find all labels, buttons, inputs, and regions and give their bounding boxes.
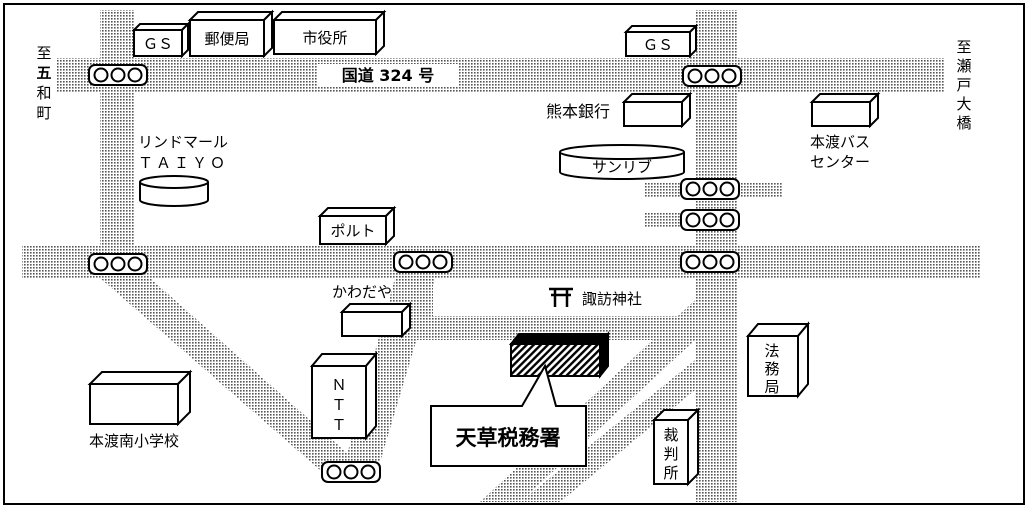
national-route-label: 国道 324 号 [342,66,435,85]
main-horizontal-road [22,246,980,278]
traffic-light-icon [680,251,740,273]
left-vertical-road [100,10,134,246]
legal-affairs-label-1: 法 [764,342,779,360]
direction-left-char: 和 [36,84,51,102]
sunlive-building: サンリブ [559,144,685,180]
school-building: 本渡南小学校 [87,369,193,450]
traffic-light-icon [680,178,740,200]
rindomall-building: リンドマール ＴＡＩＹＯ [138,133,228,207]
direction-right-char: 大 [956,95,971,113]
direction-right-char: 橋 [956,114,971,132]
polt-building: ポルト [317,205,397,247]
torii-icon [549,287,573,307]
suwa-shrine: 諏訪神社 [549,287,642,308]
tax-office-label: 天草税務署 [456,426,561,450]
tax-office-callout: 天草税務署 [430,363,587,467]
post-office-building: 郵便局 [187,9,275,59]
national-route-road [55,58,945,92]
kawadaya-building: かわだや [332,283,413,339]
rindomall-label-1: リンドマール [138,133,228,151]
gs-left-label: ＧＳ [143,35,173,53]
sunlive-label: サンリブ [592,158,652,176]
bus-center-building: 本渡バス センター [809,91,881,171]
direction-left-char: 五 [36,64,51,82]
direction-right-char: 戸 [956,76,971,94]
court-label-2: 判 [663,445,678,463]
direction-left: 至 五 和 町 [34,40,56,126]
legal-affairs-label-2: 務 [764,360,779,378]
court-building: 裁 判 所 [651,407,701,487]
traffic-light-icon [88,253,148,275]
post-office-label: 郵便局 [204,30,249,48]
kawadaya-label: かわだや [332,283,392,301]
legal-affairs-label-3: 局 [764,378,779,396]
court-label-3: 所 [663,464,678,482]
spur-road-1 [737,182,782,198]
legal-affairs-building: 法 務 局 [745,321,811,399]
traffic-light-icon [393,251,453,273]
kumamoto-bank-label: 熊本銀行 [546,102,610,121]
diagonal-road-southwest [100,278,355,470]
gs-right-access [690,55,700,65]
rindomall-label-2: ＴＡＩＹＯ [138,154,228,172]
ntt-label-t2: Ｔ [331,416,346,434]
bus-center-label-2: センター [810,153,870,171]
city-hall-label: 市役所 [302,29,347,47]
direction-right-char: 至 [956,38,971,56]
school-label: 本渡南小学校 [89,432,179,450]
traffic-light-icon [321,461,381,483]
ntt-building: Ｎ Ｔ Ｔ [309,351,379,441]
direction-right: 至 瀬 戸 大 橋 [953,36,975,132]
kumamoto-bank-building: 熊本銀行 [546,91,693,129]
court-label-1: 裁 [663,426,678,444]
city-hall-building: 市役所 [271,9,387,57]
gs-right-label: ＧＳ [643,36,673,54]
polt-label: ポルト [330,222,375,240]
direction-right-char: 瀬 [956,57,971,75]
national-route-label-bg [318,64,458,86]
gs-right-building: ＧＳ [623,23,699,59]
suwa-shrine-label: 諏訪神社 [582,290,642,308]
traffic-light-icon [682,65,742,87]
ntt-label-t1: Ｔ [331,396,346,414]
tax-office-building [508,331,611,379]
bus-center-label-1: 本渡バス [810,133,870,151]
ntt-label-n: Ｎ [331,376,346,394]
direction-left-char: 町 [36,104,51,122]
direction-left-char: 至 [36,44,51,62]
traffic-light-icon [88,64,148,86]
traffic-light-icon [680,209,740,231]
gs-left-building: ＧＳ [131,21,191,59]
